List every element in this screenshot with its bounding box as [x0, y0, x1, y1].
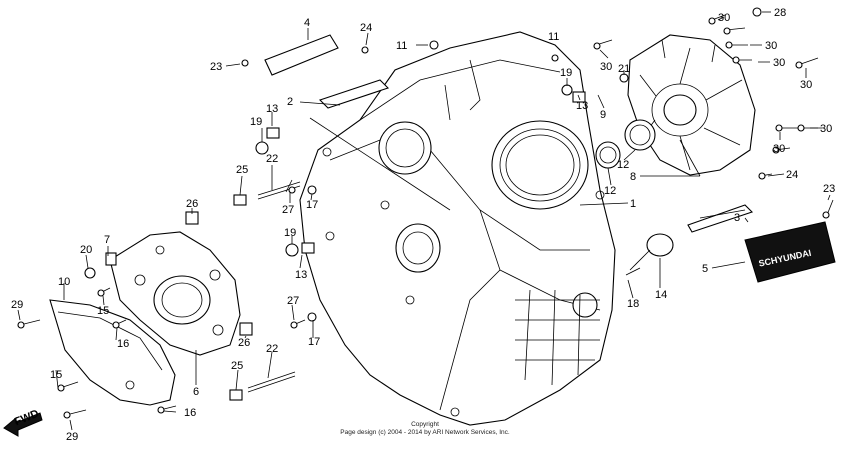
copyright-line-1: Copyright	[411, 421, 439, 428]
callout-18: 18	[627, 298, 639, 310]
callout-30d: 30	[600, 61, 612, 73]
callout-30c: 30	[773, 57, 785, 69]
callout-26a: 26	[186, 198, 198, 210]
callout-30f: 30	[773, 143, 785, 155]
callout-9: 9	[600, 109, 606, 121]
callout-7: 7	[104, 234, 110, 246]
crankcase	[299, 31, 616, 426]
callout-16a: 16	[117, 338, 129, 350]
callout-30a: 30	[718, 12, 730, 24]
bracket-4	[264, 34, 339, 76]
bolts	[17, 7, 834, 419]
callout-25a: 25	[236, 164, 248, 176]
callout-12b: 12	[604, 185, 616, 197]
callout-19b: 19	[284, 227, 296, 239]
callout-1: 1	[630, 198, 636, 210]
bearing-upper	[624, 119, 656, 151]
name-plate: SCHYUNDAI	[744, 221, 836, 283]
callout-16b: 16	[184, 407, 196, 419]
callout-21: 21	[618, 63, 630, 75]
callout-27a: 27	[282, 204, 294, 216]
callout-22a: 22	[266, 153, 278, 165]
stud-lower	[247, 371, 296, 393]
callout-30g: 30	[820, 123, 832, 135]
mounting-plate	[109, 231, 241, 356]
callout-29b: 29	[66, 431, 78, 443]
callout-13b: 13	[295, 269, 307, 281]
callout-17b: 17	[308, 336, 320, 348]
callout-30e: 30	[800, 79, 812, 91]
callout-15a: 15	[97, 305, 109, 317]
callout-24a: 24	[360, 22, 372, 34]
callout-14: 14	[655, 289, 667, 301]
callout-3: 3	[734, 212, 740, 224]
callout-25b: 25	[231, 360, 243, 372]
callout-29a: 29	[11, 299, 23, 311]
callout-10: 10	[58, 276, 70, 288]
callout-19c: 19	[560, 67, 572, 79]
callout-5: 5	[702, 263, 708, 275]
guard-plate	[49, 299, 176, 406]
callout-11b: 11	[548, 31, 559, 43]
callout-28: 28	[774, 7, 786, 19]
callout-13a: 13	[266, 103, 278, 115]
bracket-3	[687, 204, 754, 233]
callout-2: 2	[287, 96, 293, 108]
callout-22b: 22	[266, 343, 278, 355]
callout-15b: 15	[50, 369, 62, 381]
callout-13c: 13	[576, 100, 588, 112]
callout-labels: 1 2 3 4 5 6 7 8 9 10 11 11 12 12 13 13 1…	[11, 7, 835, 443]
callout-23a: 23	[210, 61, 222, 73]
callout-23b: 23	[823, 183, 835, 195]
callout-6: 6	[193, 386, 199, 398]
callout-17a: 17	[306, 199, 318, 211]
callout-20: 20	[80, 244, 92, 256]
bearing-lower	[595, 141, 621, 169]
callout-26b: 26	[238, 337, 250, 349]
callout-24b: 24	[786, 169, 798, 181]
callout-12a: 12	[617, 159, 629, 171]
side-cover	[627, 34, 756, 176]
callout-19a: 19	[250, 116, 262, 128]
copyright-line-2: Page design (c) 2004 - 2014 by ARI Netwo…	[340, 429, 510, 436]
callout-11a: 11	[396, 40, 407, 52]
leader-lines	[17, 11, 831, 431]
callout-8: 8	[630, 171, 636, 183]
bracket-2	[318, 79, 390, 109]
callout-30b: 30	[765, 40, 777, 52]
oil-cap	[629, 233, 674, 271]
callout-27b: 27	[287, 295, 299, 307]
callout-4: 4	[304, 17, 310, 29]
